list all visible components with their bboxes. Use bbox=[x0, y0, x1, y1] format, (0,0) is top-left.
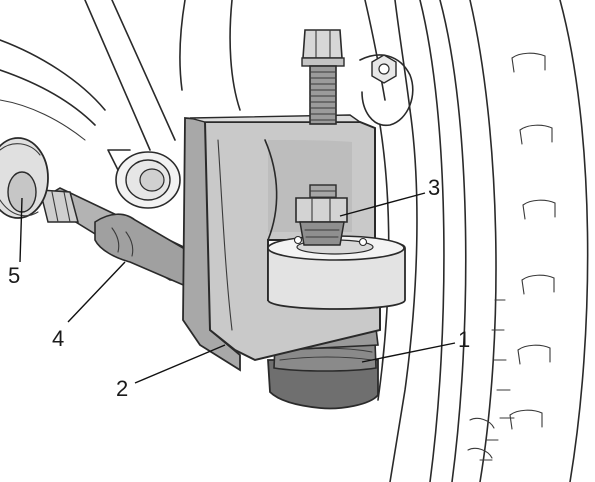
callout-1: 1 bbox=[458, 327, 470, 352]
leader-1 bbox=[361, 342, 456, 363]
tie-rod-lock-nut bbox=[39, 189, 79, 223]
disc-vent-slots bbox=[467, 52, 556, 461]
suspension-background bbox=[0, 0, 418, 482]
callout-labels: 1 2 3 4 5 bbox=[8, 175, 470, 401]
stabilizer-link-end bbox=[107, 149, 181, 209]
knuckle-bolt bbox=[371, 54, 397, 84]
leader-4 bbox=[67, 261, 126, 323]
tie-rod bbox=[0, 137, 196, 292]
leader-2 bbox=[134, 344, 226, 384]
puller-cup bbox=[267, 235, 406, 310]
brake-disc bbox=[419, 0, 589, 482]
inner-tie-rod-joint bbox=[0, 137, 49, 219]
leader-5 bbox=[19, 197, 23, 263]
forcing-screw bbox=[295, 29, 348, 246]
leader-3 bbox=[339, 192, 426, 217]
callout-leaders bbox=[19, 192, 456, 384]
callout-4: 4 bbox=[52, 326, 64, 351]
callout-3: 3 bbox=[428, 175, 440, 200]
callout-5: 5 bbox=[8, 263, 20, 288]
callout-2: 2 bbox=[116, 376, 128, 401]
